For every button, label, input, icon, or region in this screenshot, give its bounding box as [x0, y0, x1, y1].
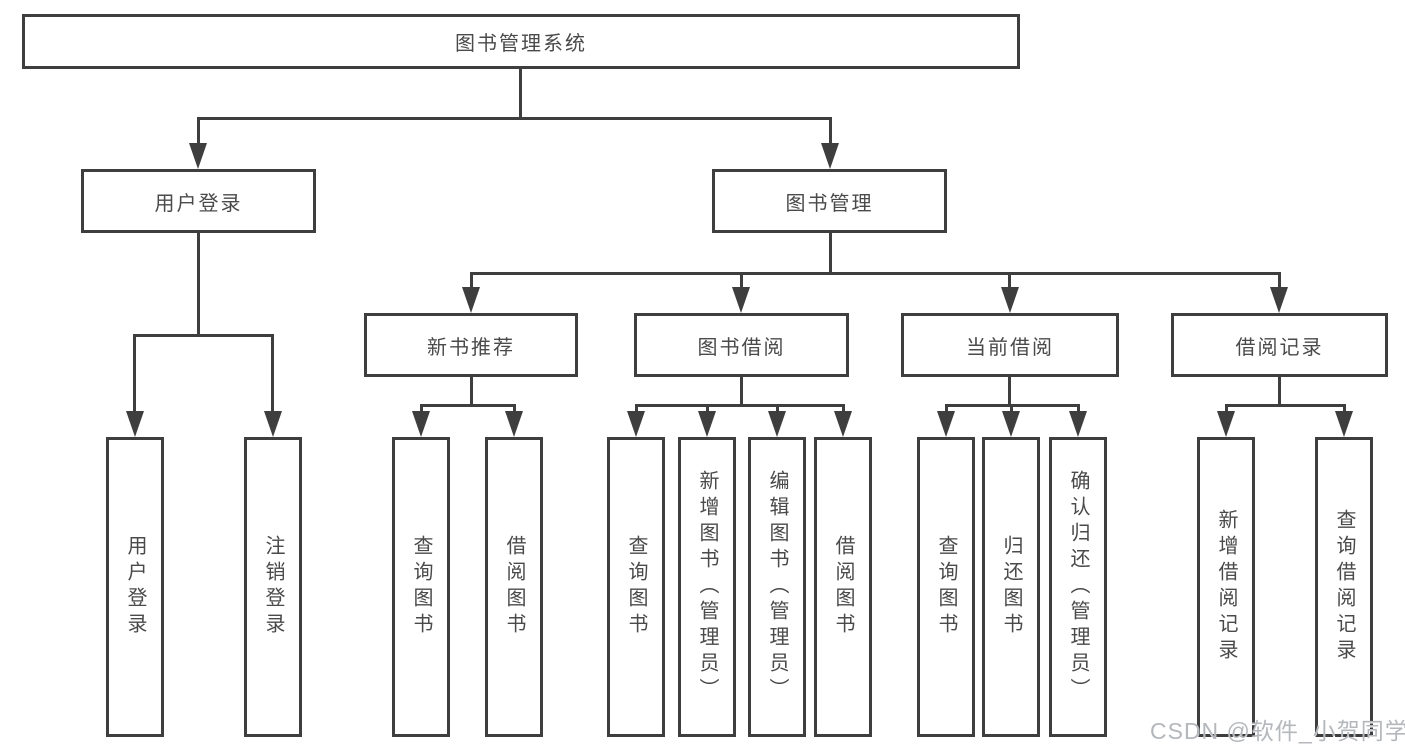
leaf-current-return-label: 归还图书: [1000, 535, 1022, 639]
arrowhead-book-mgmt: [821, 143, 839, 169]
node-leaf-borrow-query: 查询图书: [607, 437, 665, 737]
arrowhead-current-borrow: [1001, 287, 1019, 313]
arrowhead-new-books: [462, 287, 480, 313]
node-root-label: 图书管理系统: [455, 33, 587, 55]
edge-borrowrecords-bus: [1225, 404, 1346, 407]
leaf-newbooks-query-label: 查询图书: [410, 535, 432, 639]
node-current-borrow-label: 当前借阅: [966, 336, 1054, 359]
leaf-current-confirm-label: 确认归还（管理员）: [1067, 470, 1089, 704]
edge-borrowrecords-stem: [1278, 375, 1281, 407]
arrowhead-leaf-logout: [264, 411, 282, 437]
node-book-borrow-label: 图书借阅: [697, 336, 786, 359]
arrowhead-cb-return: [1002, 411, 1020, 437]
node-leaf-borrow-add: 新增图书（管理员）: [678, 437, 736, 737]
edge-drop-user-login: [197, 117, 200, 159]
node-borrow-records: 借阅记录: [1171, 313, 1388, 377]
edge-bookborrow-stem: [740, 375, 743, 407]
leaf-newbooks-borrow-label: 借阅图书: [503, 535, 525, 639]
edge-level3-bus: [470, 272, 1281, 275]
node-leaf-borrow-edit: 编辑图书（管理员）: [748, 437, 806, 737]
node-leaf-current-query: 查询图书: [917, 437, 975, 737]
node-leaf-current-confirm: 确认归还（管理员）: [1049, 437, 1107, 737]
edge-newbooks-stem: [470, 375, 473, 407]
node-leaf-newbooks-borrow: 借阅图书: [485, 437, 543, 737]
node-book-borrow: 图书借阅: [634, 313, 849, 377]
node-leaf-records-query: 查询借阅记录: [1315, 437, 1373, 737]
arrowhead-bb-edit: [768, 411, 786, 437]
arrowhead-borrow-records: [1270, 287, 1288, 313]
arrowhead-nb-borrow: [505, 411, 523, 437]
arrowhead-cb-confirm: [1069, 411, 1087, 437]
edge-drop-leaf-user-login: [133, 334, 136, 429]
node-user-login: 用户登录: [81, 169, 316, 233]
node-new-books: 新书推荐: [364, 313, 578, 377]
arrowhead-bb-add: [698, 411, 716, 437]
leaf-borrow-edit-label: 编辑图书（管理员）: [766, 470, 788, 704]
arrowhead-book-borrow: [732, 287, 750, 313]
arrowhead-br-query: [1335, 411, 1353, 437]
edge-drop-leaf-logout: [271, 334, 274, 429]
leaf-borrow-borrow-label: 借阅图书: [832, 535, 854, 639]
leaf-borrow-add-label: 新增图书（管理员）: [696, 470, 718, 704]
edge-userlogin-bus: [133, 334, 274, 337]
arrowhead-bb-query: [627, 411, 645, 437]
edge-bookborrow-bus: [635, 404, 845, 407]
node-leaf-current-return: 归还图书: [982, 437, 1040, 737]
node-book-mgmt-label: 图书管理: [785, 192, 874, 215]
arrowhead-cb-query: [937, 411, 955, 437]
leaf-records-query-label: 查询借阅记录: [1333, 509, 1355, 665]
arrowhead-br-add: [1217, 411, 1235, 437]
leaf-borrow-query-label: 查询图书: [625, 535, 647, 639]
node-leaf-user-login: 用户登录: [106, 437, 164, 737]
edge-bookmgmt-stem: [829, 230, 832, 275]
node-book-mgmt: 图书管理: [712, 169, 947, 233]
node-leaf-borrow-borrow: 借阅图书: [814, 437, 872, 737]
arrowhead-nb-query: [412, 411, 430, 437]
node-leaf-newbooks-query: 查询图书: [392, 437, 450, 737]
csdn-watermark: CSDN @软件_小贺同学: [1150, 718, 1405, 744]
node-leaf-logout: 注销登录: [244, 437, 302, 737]
leaf-records-add-label: 新增借阅记录: [1215, 509, 1237, 665]
edge-newbooks-bus: [420, 404, 516, 407]
edge-level2-bus: [197, 117, 832, 120]
arrowhead-bb-borrow: [834, 411, 852, 437]
node-user-login-label: 用户登录: [154, 192, 243, 215]
leaf-current-query-label: 查询图书: [935, 535, 957, 639]
node-new-books-label: 新书推荐: [427, 336, 515, 359]
arrowhead-leaf-user-login: [126, 411, 144, 437]
node-borrow-records-label: 借阅记录: [1235, 336, 1324, 359]
arrowhead-user-login: [189, 143, 207, 169]
edge-currentborrow-stem: [1008, 375, 1011, 407]
node-root: 图书管理系统: [22, 14, 1020, 69]
edge-root-stem: [519, 66, 522, 120]
edge-drop-book-mgmt: [829, 117, 832, 159]
node-current-borrow: 当前借阅: [901, 313, 1119, 377]
leaf-user-login-label: 用户登录: [124, 535, 146, 639]
leaf-logout-label: 注销登录: [262, 535, 284, 639]
node-leaf-records-add: 新增借阅记录: [1197, 437, 1255, 737]
edge-userlogin-stem: [197, 230, 200, 337]
